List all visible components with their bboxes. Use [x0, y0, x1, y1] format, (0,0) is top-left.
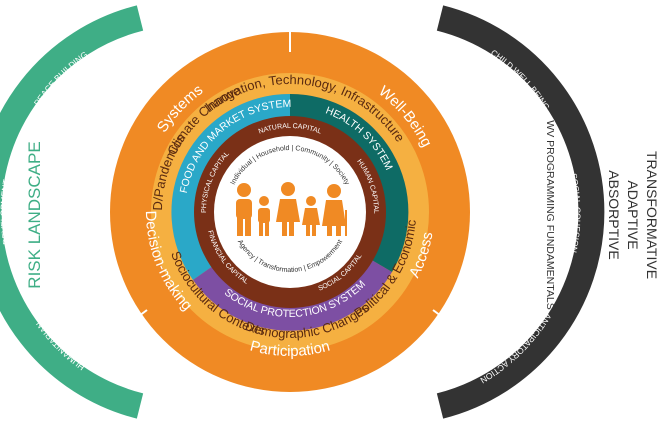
band-label-social-cohesion: SOCIAL COHESION	[569, 172, 583, 253]
risk-landscape-title: RISK LANDSCAPE	[25, 141, 44, 288]
family-icon	[236, 182, 347, 236]
outer-label-participation: Participation	[248, 338, 331, 360]
resilience-level-transformative: TRANSFORMATIVE	[644, 151, 660, 279]
wv-fundamentals-title: WV PROGRAMMING FUNDAMENTALS	[544, 120, 556, 309]
resilience-level-absorptive: ABSORPTIVE	[606, 170, 622, 259]
resilience-level-adaptive: ADAPTIVE	[625, 180, 641, 249]
programming-fundamentals-arc	[436, 5, 605, 419]
band-label-development: DEVELOPMENT	[0, 179, 11, 245]
risk-landscape-arc	[0, 5, 144, 419]
